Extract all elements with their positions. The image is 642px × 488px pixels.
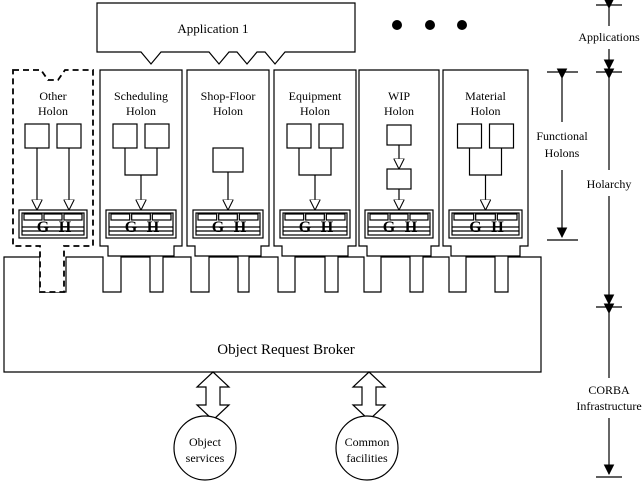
gate-g-label: G: [299, 219, 312, 236]
holon-name-line1: Scheduling: [114, 89, 168, 103]
gate-slot: [453, 213, 475, 221]
gate-h-label: H: [234, 219, 247, 236]
gate-slot: [475, 213, 496, 221]
common-facilities-node: Common facilities: [335, 415, 399, 481]
corba-line1: CORBA: [588, 383, 630, 397]
holarchy-label: Holarchy: [587, 177, 632, 191]
gate-slot: [284, 213, 305, 221]
object-services-node: Object services: [173, 415, 237, 481]
gate-slot: [110, 213, 131, 221]
orb-label: Object Request Broker: [217, 342, 354, 358]
functional-holons-line1: Functional: [536, 129, 588, 143]
gate-slot: [369, 213, 389, 221]
component-box: [488, 123, 515, 149]
gate-g-label: G: [37, 219, 50, 236]
more-applications-indicator: ● ● ●: [392, 20, 467, 30]
component-box: [456, 123, 483, 149]
component-box: [212, 147, 244, 173]
holon-name-line1: Shop-Floor: [201, 89, 256, 103]
gate-h-label: H: [147, 219, 160, 236]
object-services-line2: services: [186, 451, 225, 465]
gate-g-label: G: [125, 219, 138, 236]
right-scale: Applications Holarchy Functional Holons …: [536, 0, 642, 478]
component-box: [112, 123, 138, 149]
gate-slot: [496, 213, 518, 221]
orb-box: [3, 256, 542, 373]
gate-slot: [197, 213, 218, 221]
component-box: [386, 124, 412, 146]
gate-h-label: H: [59, 219, 72, 236]
functional-holons-line2: Holons: [545, 146, 580, 160]
holon-name-line2: Holon: [384, 104, 414, 118]
common-facilities-line2: facilities: [346, 451, 388, 465]
common-facilities-line1: Common: [345, 435, 390, 449]
component-box: [56, 123, 82, 149]
holon-name-line2: Holon: [38, 104, 68, 118]
holon-name-line1: Other: [39, 89, 66, 103]
gate-slot: [63, 213, 83, 221]
gate-slot: [43, 213, 63, 221]
gate-h-label: H: [405, 219, 418, 236]
gate-h-label: H: [321, 219, 334, 236]
gate-h-label: H: [491, 219, 504, 236]
component-box: [318, 123, 344, 149]
double-arrow-object-services: [195, 371, 231, 421]
gate-slot: [131, 213, 151, 221]
gate-slot: [409, 213, 429, 221]
gate-g-label: G: [383, 219, 396, 236]
component-box: [286, 123, 312, 149]
gate-slot: [151, 213, 172, 221]
corba-line2: Infrastructure: [576, 399, 641, 413]
application-box: Application 1: [96, 2, 356, 65]
holon-name-line2: Holon: [471, 104, 501, 118]
holon-name-line2: Holon: [126, 104, 156, 118]
gate-slot: [389, 213, 409, 221]
object-services-line1: Object: [189, 435, 222, 449]
holon-name-line1: Equipment: [289, 89, 342, 103]
gate-g-label: G: [469, 219, 482, 236]
holon-name-line1: Material: [465, 89, 506, 103]
gate-g-label: G: [212, 219, 225, 236]
gate-slot: [305, 213, 325, 221]
component-box: [144, 123, 170, 149]
applications-label: Applications: [578, 30, 640, 44]
holon-name-line2: Holon: [213, 104, 243, 118]
component-box: [386, 168, 412, 190]
double-arrow-common-facilities: [351, 371, 387, 421]
application-label: Application 1: [177, 21, 248, 36]
gate-slot: [23, 213, 43, 221]
gate-slot: [325, 213, 346, 221]
holon-name-line2: Holon: [300, 104, 330, 118]
gate-slot: [218, 213, 238, 221]
gate-slot: [238, 213, 259, 221]
component-box: [24, 123, 50, 149]
holon-name-line1: WIP: [388, 89, 410, 103]
